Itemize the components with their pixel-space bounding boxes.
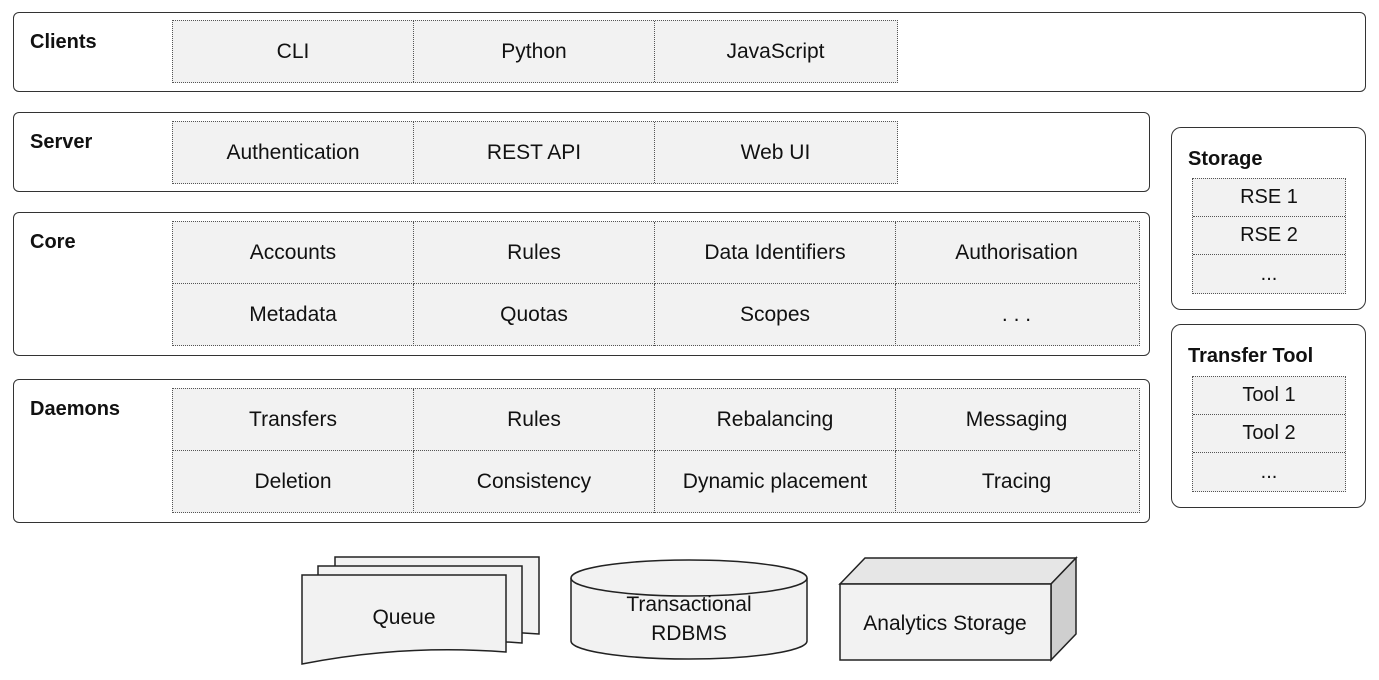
clients-title: Clients (30, 31, 97, 53)
storage-list: RSE 1 RSE 2 ... (1192, 178, 1346, 294)
server-title: Server (30, 131, 93, 153)
core-layer: Core Accounts Rules Data Identifiers Aut… (13, 212, 1150, 356)
core-title: Core (30, 231, 76, 253)
analytics-box-icon (838, 556, 1078, 662)
server-web-ui: Web UI (740, 140, 811, 164)
client-python: Python (414, 21, 655, 82)
transfer-tool-more: ... (1260, 460, 1278, 483)
rdbms-label-line1: Transactional (626, 593, 751, 616)
transfer-tool-2: Tool 2 (1193, 415, 1345, 453)
core-quotas: Quotas (414, 284, 655, 346)
daemon-deletion: Deletion (173, 451, 414, 513)
daemon-consistency: Consistency (414, 451, 655, 513)
daemon-rules: Rules (414, 389, 655, 451)
core-grid: Accounts Rules Data Identifiers Authoris… (172, 221, 1140, 346)
core-accounts: Accounts (173, 222, 414, 284)
transfer-tool-1: Tool 1 (1193, 377, 1345, 415)
queue-icon (301, 556, 540, 665)
core-data-identifiers: Data Identifiers (655, 222, 896, 284)
client-javascript: JavaScript (726, 39, 825, 63)
queue-label: Queue (372, 606, 435, 629)
storage-box: Storage RSE 1 RSE 2 ... (1171, 127, 1366, 310)
daemon-messaging: Messaging (896, 389, 1137, 451)
transfer-tool-box: Transfer Tool Tool 1 Tool 2 ... (1171, 324, 1366, 508)
storage-more: ... (1260, 262, 1278, 285)
daemon-dynamic-placement: Dynamic placement (655, 451, 896, 513)
transfer-tool-title: Transfer Tool (1188, 345, 1314, 367)
daemons-title: Daemons (30, 398, 121, 420)
core-scopes: Scopes (655, 284, 896, 346)
database-icon (570, 559, 808, 660)
storage-title: Storage (1188, 148, 1263, 170)
server-layer: Server Authentication REST API Web UI (13, 112, 1150, 192)
daemon-rebalancing: Rebalancing (655, 389, 896, 451)
client-cli: CLI (173, 21, 414, 82)
clients-grid: CLI Python JavaScript (172, 20, 898, 83)
storage-rse-2: RSE 2 (1193, 217, 1345, 255)
daemon-transfers: Transfers (173, 389, 414, 451)
rdbms-label-line2: RDBMS (651, 622, 727, 645)
daemon-tracing: Tracing (981, 470, 1052, 493)
clients-layer: Clients CLI Python JavaScript (13, 12, 1366, 92)
server-grid: Authentication REST API Web UI (172, 121, 898, 184)
storage-rse-1: RSE 1 (1193, 179, 1345, 217)
server-authentication: Authentication (173, 122, 414, 183)
server-rest-api: REST API (414, 122, 655, 183)
daemons-layer: Daemons Transfers Rules Rebalancing Mess… (13, 379, 1150, 523)
analytics-storage-label: Analytics Storage (863, 612, 1026, 635)
core-metadata: Metadata (173, 284, 414, 346)
core-rules: Rules (414, 222, 655, 284)
daemons-grid: Transfers Rules Rebalancing Messaging De… (172, 388, 1140, 513)
backends-diagram: Queue Transactional RDBMS Analytics Stor… (301, 556, 1078, 665)
transfer-tool-list: Tool 1 Tool 2 ... (1192, 376, 1346, 492)
core-more: . . . (1001, 303, 1032, 326)
core-authorisation: Authorisation (896, 222, 1137, 284)
